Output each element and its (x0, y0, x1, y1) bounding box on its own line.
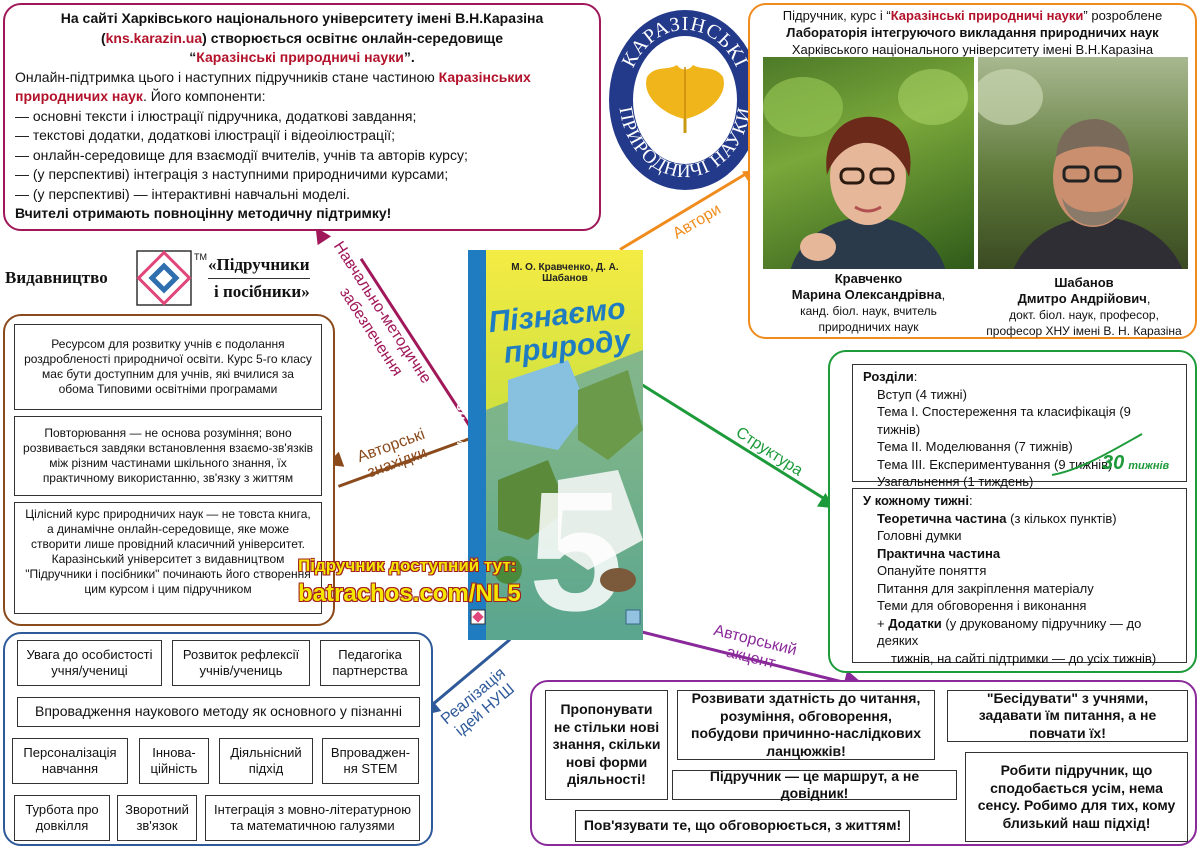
nush-item: Розвиток рефлексії учнів/учениць (172, 640, 310, 686)
intro-item: — онлайн-середовище для взаємодії вчител… (15, 146, 468, 163)
accent-item: Підручник — це маршрут, а не довідник! (672, 768, 957, 801)
intro-item: — основні тексти і ілюстрації підручника… (15, 107, 417, 124)
intro-line4: Онлайн-підтримка цього і наступних підру… (15, 68, 531, 85)
finding-3: Цілісний курс природничих наук — не товс… (14, 502, 322, 614)
nush-item: Увага до особистості учня/учениці (17, 640, 162, 686)
nush-item: Персоналізація навчання (12, 738, 128, 784)
ginkgo-leaf-icon (646, 65, 724, 133)
publisher-label: Видавництво (5, 268, 108, 287)
publisher-name: «Підручники і посібники» (208, 252, 310, 305)
intro-item: — текстові додатки, додаткові ілюстрації… (15, 127, 395, 143)
nush-item: Педагогіка партнерства (320, 640, 420, 686)
author2-caption: Шабанов Дмитро Андрійович, докт. біол. н… (986, 275, 1182, 338)
authors-lab: Лабораторія інтегруючого викладання прир… (786, 25, 1159, 40)
author1-photo (763, 57, 974, 269)
nush-item: Зворотний зв'язок (117, 795, 197, 841)
author2-photo (978, 57, 1188, 269)
weekly-box: У кожному тижні: Теоретична частина (з к… (852, 488, 1187, 666)
publisher-tm: ТМ (194, 252, 207, 262)
label-authors: Автори (670, 200, 724, 243)
section-item: Тема ІІІ. Експериментування (9 тижнів) (877, 456, 1113, 472)
book-spine-title: Пізнаємо природу (454, 390, 470, 518)
authors-line1: Підручник, курс і “Каразінські природнич… (782, 8, 1163, 23)
accent-item: Пов'язувати те, що обговорюється, з житт… (575, 810, 910, 842)
practice-item: Опануйте поняття (877, 563, 987, 578)
practice-item: Питання для закріплення матеріалу (877, 580, 1094, 596)
available-link[interactable]: batrachos.com/NL5 (298, 580, 521, 607)
authors-university: Харківського національного університету … (791, 42, 1154, 57)
nush-item: Іннова-ційність (139, 738, 209, 784)
intro-line2: (kns.karazin.ua) створюється освітнє онл… (100, 29, 504, 46)
total-underline-icon (1050, 430, 1150, 480)
book-cover: 5 (468, 250, 643, 647)
label-structure: Структура (732, 424, 806, 480)
intro-line5: природничих наук. Його компоненти: (15, 88, 266, 104)
nush-item: Впровадження наукового методу як основно… (17, 697, 420, 727)
intro-brand: “Каразінські природничі науки”. (189, 49, 415, 65)
section-item: Тема ІІ. Моделювання (7 тижнів) (877, 439, 1073, 454)
nush-item: Інтеграція з мовно-літературною та матем… (205, 795, 420, 841)
finding-1: Ресурсом для розвитку учнів є подолання … (14, 324, 322, 410)
intro-box: На сайті Харківського національного унів… (3, 3, 601, 231)
book-grade-number: 5 (529, 457, 624, 640)
intro-line1: На сайті Харківського національного унів… (60, 10, 544, 26)
nush-item: Турбота про довкілля (14, 795, 110, 841)
available-label: Підручник доступний тут: (298, 556, 517, 575)
section-item: Вступ (4 тижні) (877, 386, 967, 402)
book-authors: М. О. Кравченко, Д. А. Шабанов (511, 262, 619, 284)
karazin-logo: КАРАЗІНСЬКІ ПРИРОДНИЧІ НАУКИ (605, 5, 765, 195)
section-item: Узагальнення (1 тиждень) (877, 474, 1034, 489)
section-item: Тема І. Спостереження та класифікація (9… (877, 404, 1131, 437)
publisher-logo-icon (136, 250, 192, 306)
author1-caption: Кравченко Марина Олександрівна, канд. бі… (791, 271, 946, 334)
intro-item: — (у перспективі) — інтерактивні навчаль… (15, 185, 350, 202)
practice-item: Теми для обговорення і виконання (877, 598, 1087, 613)
accent-item: "Бесідувати" з учнями, задавати їм питан… (947, 690, 1188, 742)
accent-item: Розвивати здатність до читання, розумінн… (677, 690, 935, 760)
nush-item: Впроваджен-ня STEM (322, 738, 419, 784)
accent-item: Пропонувати не стільки нові знання, скіл… (545, 690, 668, 800)
connector-structure (639, 382, 832, 505)
sections-box: Розділи: Вступ (4 тижні) Тема І. Спостер… (852, 364, 1187, 489)
finding-2: Повторювання — не основа розуміння; воно… (14, 416, 322, 496)
nush-item: Діяльнісний підхід (219, 738, 313, 784)
accent-item: Робити підручник, що сподобається усім, … (965, 752, 1188, 842)
site-link[interactable]: kns.karazin.ua (105, 29, 203, 46)
intro-item: — (у перспективі) інтеграція з наступним… (15, 166, 449, 182)
intro-final: Вчителі отримають повноцінну методичну п… (15, 205, 392, 221)
